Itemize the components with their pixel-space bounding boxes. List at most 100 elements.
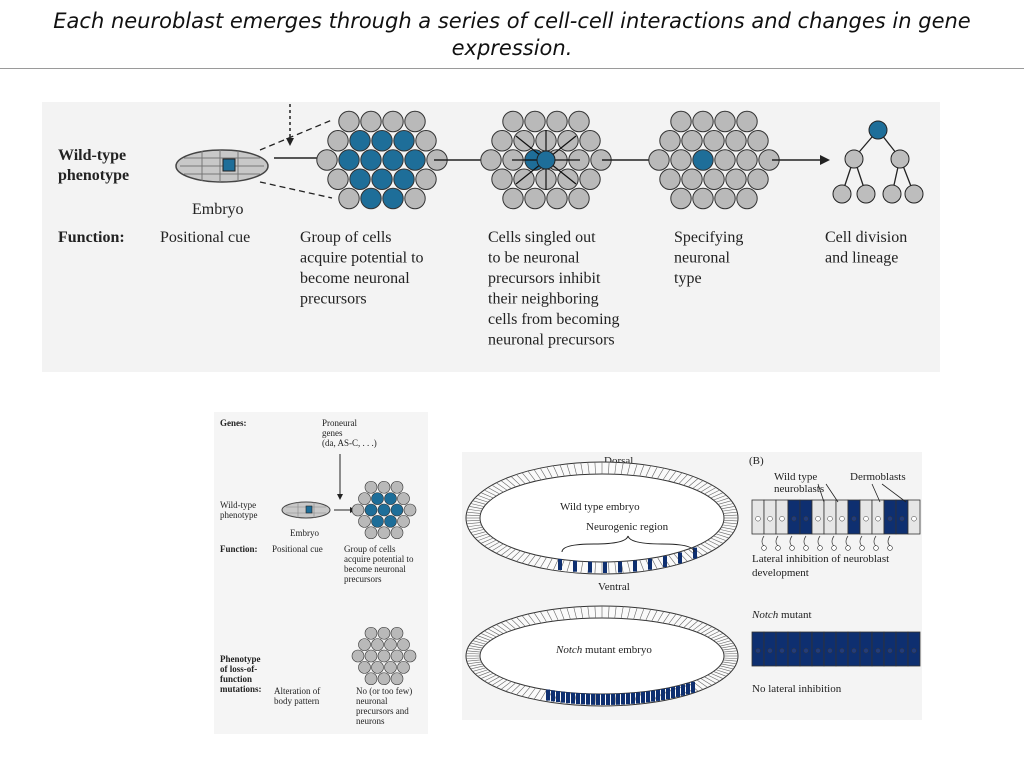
- cell: [390, 480, 404, 494]
- bl-group-line: Group of cells: [344, 544, 396, 554]
- cell: [364, 672, 378, 686]
- cell: [390, 526, 404, 540]
- cell: [670, 110, 692, 133]
- cell: [377, 626, 391, 640]
- cell-group-inhibition: [480, 110, 612, 210]
- bl-alteration-line: body pattern: [274, 696, 320, 706]
- notch-mutant-embryo-ring: [465, 605, 739, 707]
- cell: [364, 503, 378, 517]
- cell: [714, 110, 736, 133]
- wild-type-embryo-ring: [465, 461, 739, 575]
- cell: [692, 149, 714, 171]
- step-caption-line: precursors inhibit: [488, 270, 601, 287]
- cell: [384, 638, 397, 651]
- cell: [703, 130, 725, 152]
- cell-group-potential: [316, 110, 448, 210]
- cell: [546, 187, 568, 210]
- embryo-diagram: [175, 149, 269, 183]
- cell: [377, 672, 391, 686]
- step-caption-line: Positional cue: [160, 229, 250, 246]
- panel-b-label: (B): [749, 455, 764, 467]
- cell: [358, 515, 371, 528]
- cell: [397, 492, 410, 505]
- cell: [714, 149, 736, 171]
- step-caption-line: Specifying: [674, 229, 743, 246]
- cell: [371, 168, 393, 190]
- notch-mutant-label: Notch mutant: [751, 609, 812, 621]
- step-caption-line: neuronal precursors: [488, 332, 615, 349]
- notch-ectoderm-row: [751, 631, 921, 667]
- step-caption-line: acquire potential to: [300, 250, 424, 267]
- cell: [377, 526, 391, 540]
- step-caption-line: become neuronal: [300, 270, 410, 287]
- cell: [384, 661, 397, 674]
- neurogenic-region-label: Neurogenic region: [586, 521, 669, 533]
- cell: [415, 168, 437, 190]
- cell: [480, 149, 502, 171]
- cell: [338, 110, 360, 133]
- bl-alteration-line: Alteration of: [274, 686, 320, 696]
- cell: [736, 149, 758, 171]
- bl-noprec-line: precursors and: [356, 706, 409, 716]
- cell: [393, 168, 415, 190]
- bl-phenotype-line: Phenotype: [220, 654, 261, 664]
- bl-group-line: acquire potential to: [344, 554, 414, 564]
- cell: [747, 130, 769, 152]
- cell: [349, 168, 371, 190]
- bl-wildtype-line: Wild-type: [220, 500, 256, 510]
- cell: [403, 649, 417, 663]
- cell: [371, 661, 384, 674]
- cell-group-specified: [648, 110, 780, 210]
- cell: [351, 503, 365, 517]
- bl-proneural-line: (da, AS-C, . . .): [322, 438, 377, 448]
- cell: [692, 187, 714, 210]
- cell: [397, 638, 410, 651]
- cell: [384, 492, 397, 505]
- cell: [491, 130, 513, 152]
- bl-phenotype-line: of loss-of-: [220, 664, 257, 674]
- cell: [692, 110, 714, 133]
- cell: [358, 661, 371, 674]
- wt-nb-label-line: neuroblasts: [774, 483, 824, 495]
- cell: [681, 130, 703, 152]
- small-cell-group-mutant: [351, 626, 417, 686]
- bottom-right-figure: Dorsal (B) Wild type embryo Neurogenic r…: [462, 452, 922, 720]
- cell: [502, 110, 524, 133]
- cell: [659, 130, 681, 152]
- embryo-label: Embryo: [192, 201, 244, 218]
- bl-proneural-line: Proneural: [322, 418, 357, 428]
- bl-wildtype-line: phenotype: [220, 510, 258, 520]
- small-cell-group-potential: [351, 480, 417, 540]
- cell: [377, 649, 391, 663]
- cell: [397, 515, 410, 528]
- cell: [568, 187, 590, 210]
- cell: [364, 626, 378, 640]
- step-caption-line: cells from becoming: [488, 311, 620, 328]
- cell: [670, 149, 692, 171]
- cell: [349, 130, 371, 152]
- cell: [524, 187, 546, 210]
- step-caption-line: their neighboring: [488, 291, 599, 308]
- cell: [382, 149, 404, 171]
- no-lateral-inhibition-label: No lateral inhibition: [752, 683, 842, 695]
- bl-group-line: become neuronal: [344, 564, 406, 574]
- cell: [364, 480, 378, 494]
- cell: [659, 168, 681, 190]
- slide-title: Each neuroblast emerges through a series…: [53, 9, 971, 60]
- lateral-inhibition-label: Lateral inhibition of neuroblastdevelopm…: [752, 553, 889, 579]
- cell: [725, 168, 747, 190]
- cell: [670, 187, 692, 210]
- cell: [579, 168, 601, 190]
- ventral-label: Ventral: [598, 581, 630, 593]
- cell: [316, 149, 338, 171]
- cell: [404, 149, 426, 171]
- cell: [415, 130, 437, 152]
- small-positional-cue: Positional cue: [272, 544, 323, 554]
